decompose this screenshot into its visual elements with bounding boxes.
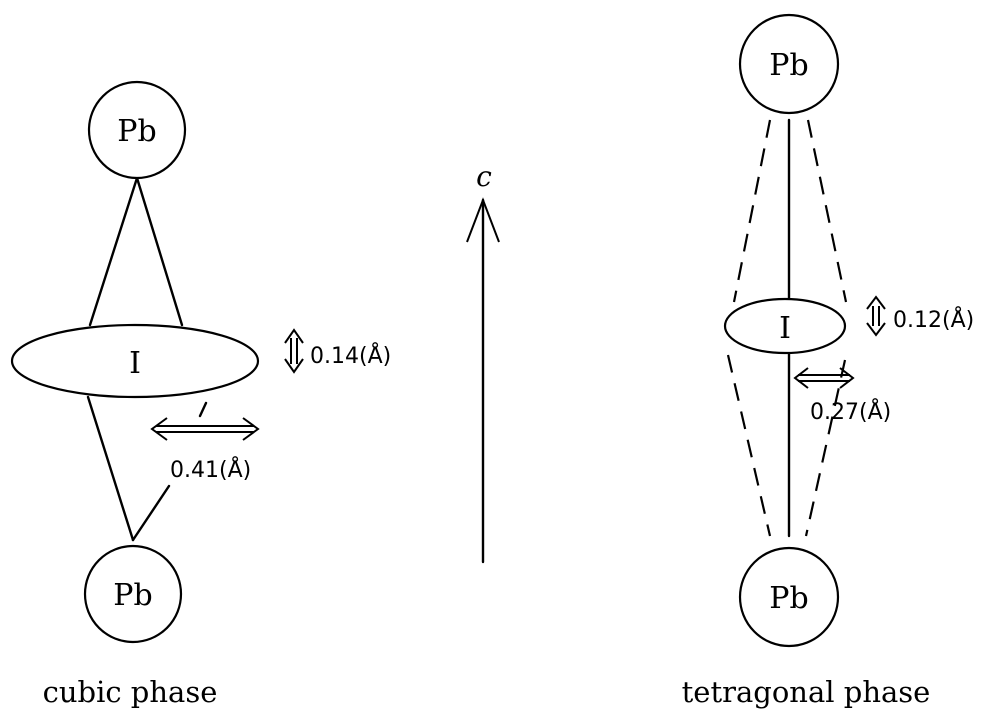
cubic-bond-top-right — [135, 176, 184, 327]
tetragonal-pb-bottom-atom — [738, 546, 840, 648]
tetragonal-pb-top-label: Pb — [769, 48, 808, 83]
tetragonal-pb-top-atom — [738, 13, 840, 115]
cubic-i-label: I — [129, 346, 141, 381]
c-axis-label: c — [476, 160, 492, 193]
cubic-vertical-amplitude: 0.14(Å) — [310, 342, 391, 369]
cubic-pb-top-label: Pb — [117, 114, 156, 149]
tetragonal-lateral-amplitude: 0.27(Å) — [810, 398, 891, 425]
cubic-bond-bottom-right — [131, 484, 171, 542]
cubic-phase-diagram: Pb I Pb 0.14(Å) 0.41(Å) cubic phase — [10, 80, 391, 709]
cubic-pb-bottom-label: Pb — [113, 578, 152, 613]
cubic-vertical-double-arrow-icon — [284, 328, 304, 374]
tetragonal-vertical-double-arrow-icon — [866, 295, 886, 337]
cubic-lateral-amplitude: 0.41(Å) — [170, 456, 251, 483]
tetragonal-horizontal-double-arrow-icon — [793, 367, 855, 389]
cubic-phase-caption: cubic phase — [43, 675, 218, 709]
tetragonal-dashed-bond-bottom-left — [726, 354, 772, 537]
tetragonal-pb-bottom-label: Pb — [769, 581, 808, 616]
tetragonal-phase-caption: tetragonal phase — [682, 675, 931, 709]
tetragonal-dashed-bond-top-right — [806, 119, 848, 303]
c-axis-arrowhead-icon — [466, 197, 500, 243]
cubic-bond-top-left — [88, 176, 139, 327]
cubic-i-atom — [10, 323, 260, 399]
cubic-pb-bottom-atom — [83, 544, 183, 644]
tetragonal-vertical-amplitude: 0.12(Å) — [893, 306, 974, 333]
tetragonal-dashed-bond-top-left — [732, 119, 772, 303]
tetragonal-phase-diagram: Pb I Pb 0.12(Å) 0.27(Å) tetragonal phase — [682, 13, 974, 709]
tetragonal-i-label: I — [779, 311, 791, 346]
tetragonal-dashed-bond-bottom-right — [804, 359, 847, 537]
cubic-pb-top-atom — [87, 80, 187, 180]
cubic-horizontal-double-arrow-icon — [150, 417, 260, 441]
cubic-bond-bottom-left — [86, 395, 135, 542]
cubic-bond-stub — [198, 401, 208, 418]
tetragonal-i-atom — [723, 297, 847, 355]
c-axis: c — [466, 160, 500, 564]
